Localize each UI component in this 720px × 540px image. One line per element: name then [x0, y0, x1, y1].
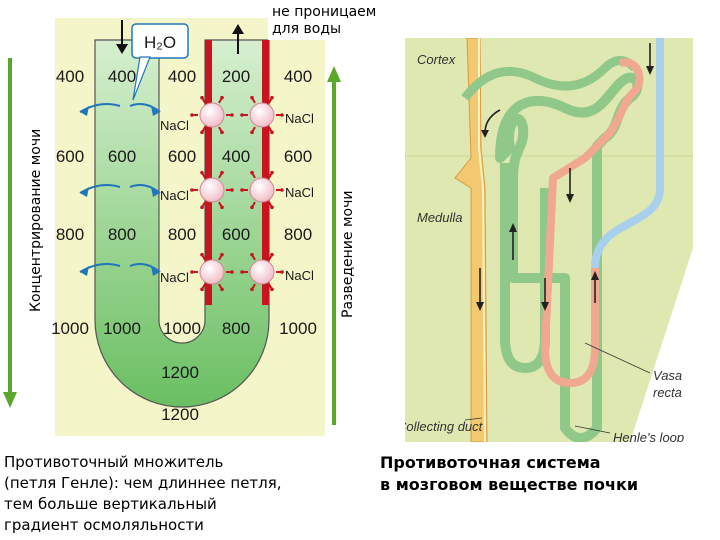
osmolarity-value: 800 [168, 225, 196, 244]
osmolarity-value: 400 [222, 147, 250, 166]
left-caption: Противоточный множитель (петля Генле): ч… [4, 453, 282, 534]
osmolarity-value: 600 [108, 147, 136, 166]
osmolarity-value: 400 [108, 67, 136, 86]
dilution-arrow [327, 66, 341, 425]
flow-arrows [476, 43, 654, 311]
ascending-limb-wall [262, 40, 269, 305]
osmolarity-value: 800 [222, 319, 250, 338]
medulla-label: Medulla [417, 210, 463, 225]
nacl-pump [190, 170, 234, 210]
osmolarity-value: 800 [56, 225, 84, 244]
osmolarity-value: 600 [56, 147, 84, 166]
ascending-limb-wall [205, 40, 212, 305]
nacl-pump [240, 170, 284, 210]
osmolarity-value: 1000 [103, 319, 141, 338]
osmolarity-value: 1000 [51, 319, 89, 338]
osmolarity-value: 800 [284, 225, 312, 244]
water-efflux-arrows [79, 103, 161, 276]
distal-tubule [461, 56, 639, 101]
osmolarity-value: 200 [222, 67, 250, 86]
collecting-duct-label: Collecting duct [405, 419, 484, 434]
concentration-arrow [3, 58, 17, 408]
henle-loop-label: Henle's loop [613, 430, 684, 442]
cortex-label: Cortex [417, 52, 456, 67]
nacl-label: NaCl [285, 111, 314, 126]
water-arrow [129, 103, 161, 116]
water-arrow [79, 263, 121, 276]
osmolarity-value: 600 [284, 147, 312, 166]
osmolarity-bottom-outer: 1200 [161, 405, 199, 424]
loop-of-henle [94, 39, 270, 408]
vasa-recta-pink [541, 58, 644, 387]
osmolarity-value: 400 [284, 67, 312, 86]
nacl-pump [190, 95, 234, 135]
water-callout [131, 23, 189, 59]
nacl-label: NaCl [160, 270, 189, 285]
impermeable-note: не проницаем для воды [268, 2, 381, 40]
water-arrow [79, 103, 121, 116]
ascending-flow-arrow [232, 24, 244, 54]
osmolarity-grid: 400 400 400 200 400 600 600 600 400 600 800 800 800 6… [51, 67, 317, 338]
nacl-label: NaCl [160, 118, 189, 133]
right-caption: Противоточная система в мозговом веществ… [380, 453, 639, 494]
dilution-label: Разведение мочи [340, 190, 356, 318]
nacl-pump [240, 95, 284, 135]
water-label: H₂O [144, 33, 176, 52]
osmolarity-value: 600 [222, 225, 250, 244]
nacl-pump [190, 252, 234, 292]
nacl-label: NaCl [160, 188, 189, 203]
osmolarity-value: 400 [168, 67, 196, 86]
osmolarity-value: 600 [168, 147, 196, 166]
vasa-recta-blue [591, 38, 664, 269]
nacl-label: NaCl [285, 185, 314, 200]
osmolarity-value: 800 [108, 225, 136, 244]
concentration-label: Концентрирование мочи [28, 128, 44, 312]
descending-flow-arrow [116, 20, 128, 54]
nacl-pump [240, 252, 284, 292]
water-arrow [129, 263, 161, 276]
nacl-label: NaCl [285, 268, 314, 283]
counter-current-multiplier-diagram: H₂O 400 400 400 200 400 600 600 600 400 600 800 800… [3, 18, 341, 436]
nacl-pumps [190, 95, 284, 292]
osmolarity-bottom-inner: 1200 [161, 363, 199, 382]
water-arrow [79, 184, 121, 197]
water-arrow [129, 184, 161, 197]
osmolarity-value: 400 [56, 67, 84, 86]
osmolarity-value: 1000 [279, 319, 317, 338]
osmolarity-value: 1000 [163, 319, 201, 338]
